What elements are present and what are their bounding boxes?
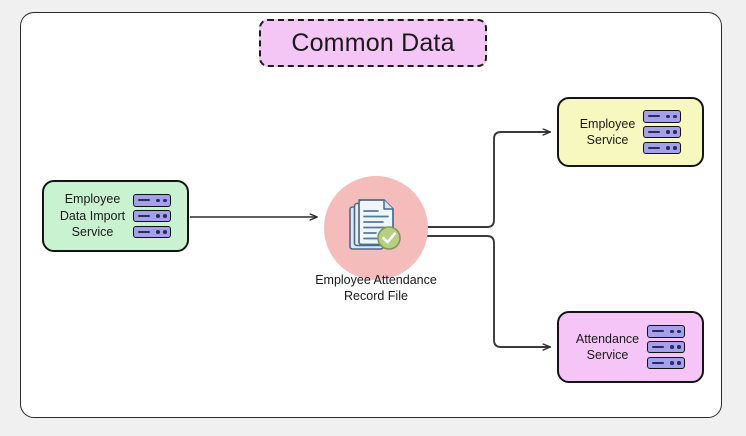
document-stack-check-icon <box>349 199 401 250</box>
node-label: Employee Data Import Service <box>59 192 126 240</box>
node-employee-data-import-service[interactable]: Employee Data Import Service <box>42 180 189 252</box>
page-title: Common Data <box>291 28 455 57</box>
node-label: Attendance Service <box>575 331 640 363</box>
diagram-title-chip: Common Data <box>259 19 487 67</box>
server-rack-icon <box>647 325 686 369</box>
node-employee-service[interactable]: Employee Service <box>557 97 704 167</box>
server-rack-icon <box>643 110 682 154</box>
node-employee-attendance-record-file[interactable] <box>324 176 428 280</box>
server-rack-icon <box>133 194 172 238</box>
node-attendance-service[interactable]: Attendance Service <box>557 311 704 383</box>
node-employee-attendance-record-file-label: Employee Attendance Record File <box>315 273 437 303</box>
node-label: Employee Service <box>579 116 636 148</box>
